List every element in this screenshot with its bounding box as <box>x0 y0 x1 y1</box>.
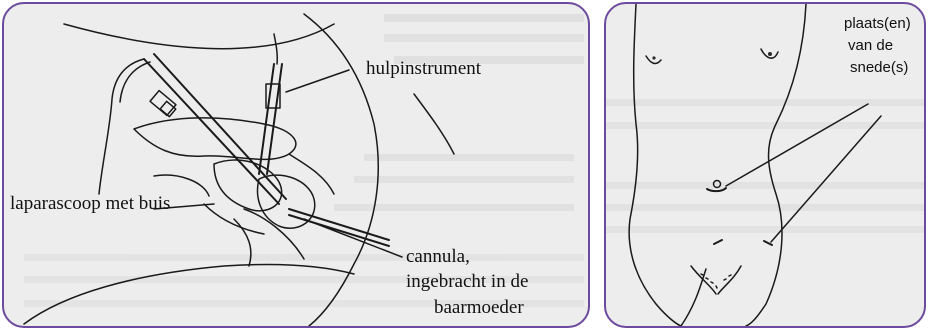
leader-line-hulpinstrument <box>286 70 349 92</box>
torso-left-outline <box>629 4 681 326</box>
label-laparascoop: laparascoop met buis <box>10 193 170 214</box>
leg-outline <box>24 264 354 324</box>
background-print-texture <box>24 14 584 307</box>
cannula-instrument <box>289 209 389 246</box>
groin-line <box>681 269 706 326</box>
background-print-texture <box>606 99 924 233</box>
label-van-de: van de <box>848 37 893 54</box>
auxiliary-instrument <box>259 34 282 174</box>
label-cannula-line2: ingebracht in de <box>406 271 528 292</box>
leader-line-cannula <box>304 219 402 257</box>
leader-line-lower <box>771 116 881 242</box>
organs <box>134 118 334 266</box>
label-plaats: plaats(en) <box>844 15 911 32</box>
right-nipple <box>768 52 772 56</box>
incision-lower-left <box>714 240 722 244</box>
torso-right-outline <box>746 4 806 326</box>
laparoscopy-drawing: hulpinstrument laparascoop met buis cann… <box>4 4 588 326</box>
abdomen-curve <box>64 24 334 49</box>
label-cannula-line3: baarmoeder <box>434 297 524 318</box>
label-cannula-line1: cannula, <box>406 246 470 267</box>
left-nipple <box>652 56 655 59</box>
incision-sites-panel: plaats(en) van de snede(s) <box>604 2 926 328</box>
knee-curve <box>414 94 454 154</box>
label-hulpinstrument: hulpinstrument <box>366 58 482 79</box>
torso-drawing: plaats(en) van de snede(s) <box>606 4 924 326</box>
laparoscopy-illustration-panel: hulpinstrument laparascoop met buis cann… <box>2 2 590 328</box>
leader-line-upper <box>726 104 868 186</box>
label-snede: snede(s) <box>850 59 908 76</box>
